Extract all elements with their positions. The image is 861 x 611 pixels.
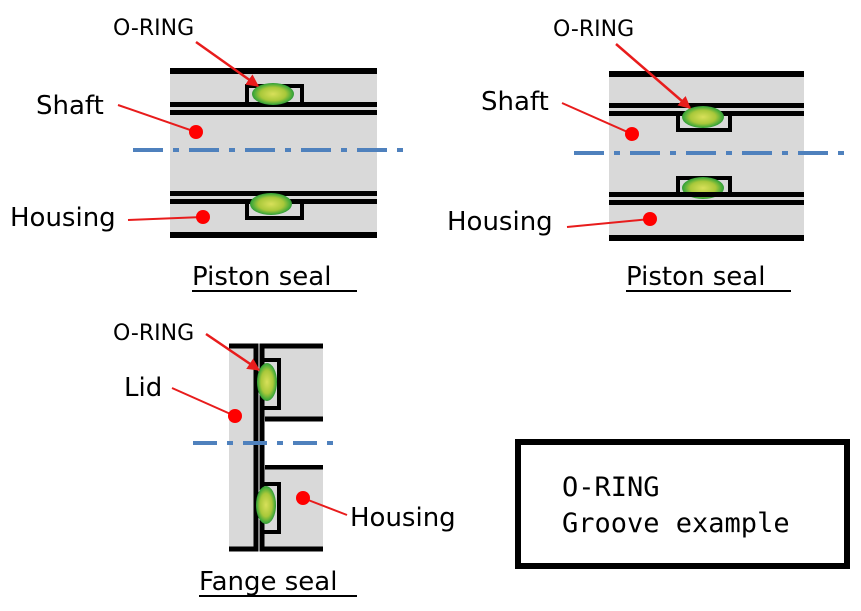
- oring-icon: [250, 193, 292, 215]
- oring-icon: [252, 83, 294, 105]
- flange-seal-diagram: O-RING Lid Housing Fange seal: [113, 321, 456, 597]
- outline: [609, 200, 804, 205]
- oring-leader-arrow: [615, 43, 691, 109]
- groove-outline: [245, 200, 304, 220]
- shaft-label: Shaft: [481, 87, 549, 117]
- title-box: O-RING Groove example: [515, 439, 850, 569]
- shaft-leader: [561, 102, 633, 135]
- oring-icon: [257, 363, 277, 401]
- title-box-frame: [515, 439, 850, 569]
- shaft-label: Shaft: [36, 91, 104, 121]
- lid-leader: [171, 387, 236, 417]
- oring-icon: [256, 486, 276, 524]
- shaft-leader: [117, 104, 197, 133]
- oring-leader-arrow: [205, 332, 261, 372]
- groove-outline: [264, 482, 281, 534]
- shaft-marker: [625, 127, 639, 141]
- outline: [170, 232, 377, 238]
- oring-label: O-RING: [113, 16, 194, 41]
- diagram-caption: Fange seal: [199, 567, 337, 597]
- outline: [609, 235, 804, 241]
- housing-label: Housing: [447, 207, 553, 237]
- groove-outline: [676, 112, 732, 132]
- outline: [609, 103, 804, 108]
- housing-label: Housing: [350, 503, 456, 533]
- piston-seal-diagram-2: O-RING Shaft Housing Piston seal: [447, 17, 846, 292]
- oring-icon: [682, 106, 724, 128]
- shaft-body: [609, 73, 804, 238]
- housing-outline: [259, 343, 323, 552]
- housing-leader: [127, 216, 204, 221]
- outline: [609, 192, 804, 197]
- housing-marker: [296, 491, 310, 505]
- groove-outline: [264, 358, 281, 410]
- lid-outline: [229, 343, 259, 552]
- outline: [609, 71, 804, 77]
- housing-marker: [643, 212, 657, 226]
- title-line-2: Groove example: [562, 508, 790, 539]
- housing-leader: [302, 497, 348, 516]
- outline: [170, 68, 377, 74]
- diagram-caption: Piston seal: [626, 262, 765, 292]
- lid-body: [229, 345, 257, 550]
- piston-seal-diagram-1: O-RING Shaft Housing Piston seal: [10, 16, 412, 292]
- title-line-1: O-RING: [562, 472, 660, 503]
- lid-label: Lid: [124, 373, 162, 403]
- oring-label: O-RING: [113, 321, 194, 346]
- oring-label: O-RING: [553, 17, 634, 42]
- housing-label: Housing: [10, 203, 116, 233]
- lid-marker: [228, 409, 242, 423]
- oring-leader-arrow: [195, 40, 260, 88]
- diagram-caption: Piston seal: [192, 262, 331, 292]
- housing-marker: [196, 210, 210, 224]
- outline: [170, 110, 377, 115]
- shaft-marker: [189, 125, 203, 139]
- housing-leader: [566, 218, 651, 228]
